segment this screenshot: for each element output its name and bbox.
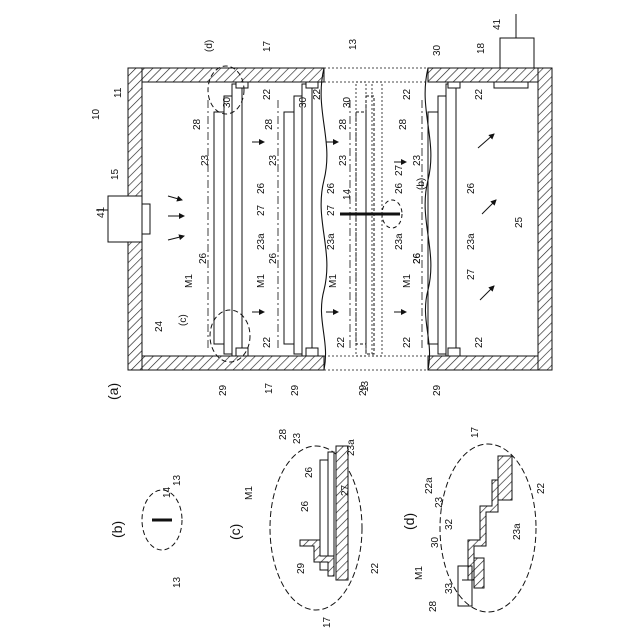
c1-m1: M1 bbox=[184, 274, 195, 288]
ref-14: 14 bbox=[342, 188, 353, 200]
c3-22b: 22 bbox=[402, 336, 413, 348]
ref-13-top: 13 bbox=[348, 38, 359, 50]
c2-28: 28 bbox=[264, 118, 275, 130]
c1-23: 23 bbox=[200, 154, 211, 166]
c3-28: 28 bbox=[338, 118, 349, 130]
ref-d: (d) bbox=[204, 40, 215, 52]
b-13b: 13 bbox=[172, 576, 183, 588]
c1-29: 29 bbox=[218, 384, 229, 396]
c2-m1: M1 bbox=[256, 274, 267, 288]
d-17: 17 bbox=[470, 426, 481, 438]
detail-b: 13 14 13 (b) bbox=[109, 474, 183, 588]
ref-25: 25 bbox=[514, 216, 525, 228]
c-29: 29 bbox=[296, 562, 307, 574]
c2-30: 30 bbox=[298, 96, 309, 108]
c1-27: 27 bbox=[256, 204, 267, 216]
c3-26a: 26 bbox=[394, 182, 405, 194]
c1-23a: 23a bbox=[256, 233, 267, 250]
c3-23a: 23a bbox=[394, 233, 405, 250]
c3-22t: 22 bbox=[402, 88, 413, 100]
c4-29: 29 bbox=[432, 384, 443, 396]
ref-24: 24 bbox=[154, 320, 165, 332]
c1-26a: 26 bbox=[256, 182, 267, 194]
c2-26a: 26 bbox=[326, 182, 337, 194]
ref-10: 10 bbox=[91, 108, 102, 120]
b-13a: 13 bbox=[172, 474, 183, 486]
main-view: 10 11 13 13 15 17 17 18 41 41 24 25 14 (… bbox=[91, 14, 552, 400]
housing-walls bbox=[128, 68, 552, 370]
d-22: 22 bbox=[536, 482, 547, 494]
d-33: 33 bbox=[444, 582, 455, 594]
c-26b: 26 bbox=[300, 500, 311, 512]
c4-26b: 26 bbox=[412, 252, 423, 264]
fan-15 bbox=[96, 196, 150, 242]
c-28: 28 bbox=[278, 428, 289, 440]
c2-22t: 22 bbox=[312, 88, 323, 100]
c-27: 27 bbox=[340, 484, 351, 496]
ref-b: (b) bbox=[416, 178, 427, 190]
c2-29: 29 bbox=[290, 384, 301, 396]
c3-30: 30 bbox=[342, 96, 353, 108]
d-23a: 23a bbox=[512, 523, 523, 540]
ref-11: 11 bbox=[113, 87, 124, 98]
c1-30: 30 bbox=[222, 96, 233, 108]
b-14: 14 bbox=[162, 486, 173, 498]
c-17: 17 bbox=[322, 616, 333, 628]
d-28: 28 bbox=[428, 600, 439, 612]
c-m1: M1 bbox=[244, 486, 255, 500]
caption-c: (c) bbox=[227, 524, 243, 540]
detail-c: 28 23 23a 26 26 27 29 22 17 M1 (c) bbox=[227, 428, 381, 628]
caption-d: (d) bbox=[401, 513, 417, 530]
break-lines bbox=[321, 68, 431, 370]
c-23a: 23a bbox=[346, 439, 357, 456]
pipe-14 bbox=[340, 200, 402, 228]
c4-23a: 23a bbox=[466, 233, 477, 250]
c4-22t: 22 bbox=[474, 88, 485, 100]
c3-27: 27 bbox=[394, 164, 405, 176]
c4-30: 30 bbox=[432, 44, 443, 56]
c2-26b: 26 bbox=[268, 252, 279, 264]
c-23: 23 bbox=[292, 432, 303, 444]
c2-23: 23 bbox=[268, 154, 279, 166]
c4-28: 28 bbox=[398, 118, 409, 130]
c4-27: 27 bbox=[466, 268, 477, 280]
c-26a: 26 bbox=[304, 466, 315, 478]
ref-17-top: 17 bbox=[262, 40, 273, 52]
c1-22t: 22 bbox=[262, 88, 273, 100]
c1-22b: 22 bbox=[262, 336, 273, 348]
c4-m1: M1 bbox=[402, 274, 413, 288]
filter-columns bbox=[214, 84, 456, 356]
c-22: 22 bbox=[370, 562, 381, 574]
caption-a: (a) bbox=[105, 383, 121, 400]
ref-15: 15 bbox=[110, 168, 121, 180]
c1-28: 28 bbox=[192, 118, 203, 130]
ref-41-left: 41 bbox=[96, 206, 107, 218]
ref-18: 18 bbox=[476, 42, 487, 54]
c3-23: 23 bbox=[338, 154, 349, 166]
ref-41-top: 41 bbox=[492, 18, 503, 30]
caption-b: (b) bbox=[109, 521, 125, 538]
d-22a: 22a bbox=[424, 477, 435, 494]
c2-23a: 23a bbox=[326, 233, 337, 250]
c3-29: 29 bbox=[358, 384, 369, 396]
c4-23: 23 bbox=[412, 154, 423, 166]
c3-m1: M1 bbox=[328, 274, 339, 288]
m1-lines bbox=[208, 100, 422, 350]
ghost-region bbox=[324, 68, 428, 370]
c1-26b: 26 bbox=[198, 252, 209, 264]
d-m1: M1 bbox=[414, 566, 425, 580]
ref-17-bottom: 17 bbox=[264, 382, 275, 394]
detail-d: 17 22a 22 23 32 23a 30 33 28 M1 (d) bbox=[401, 426, 547, 612]
d-23: 23 bbox=[434, 496, 445, 508]
d-30: 30 bbox=[430, 536, 441, 548]
c4-22b: 22 bbox=[474, 336, 485, 348]
c2-27: 27 bbox=[326, 204, 337, 216]
c4-26a: 26 bbox=[466, 182, 477, 194]
d-32: 32 bbox=[444, 518, 455, 530]
ref-c: (c) bbox=[178, 314, 189, 326]
c2-22b: 22 bbox=[336, 336, 347, 348]
